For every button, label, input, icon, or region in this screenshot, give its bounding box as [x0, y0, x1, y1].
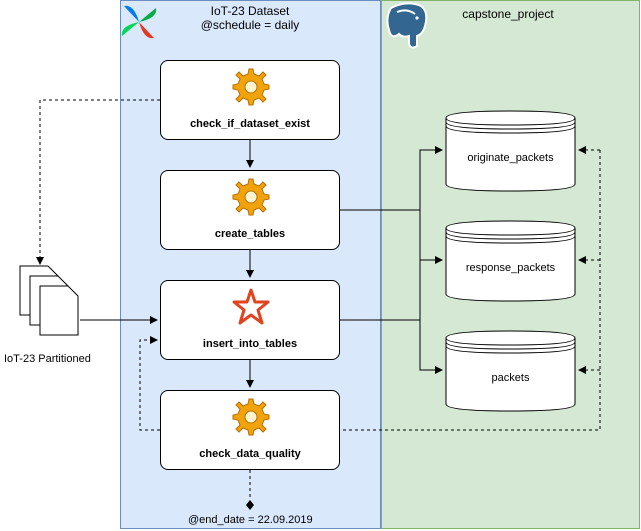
arrow-insert-to-tables	[340, 319, 443, 374]
end-date-diamond	[246, 500, 254, 510]
task-label: create_tables	[214, 228, 286, 240]
dataset-title: IoT-23 Dataset	[210, 4, 290, 18]
quality-check-bus	[139, 150, 601, 431]
schedule-text: @schedule = daily	[200, 18, 300, 32]
task-check-if-dataset-exist[interactable]: check_if_dataset_exist	[160, 60, 340, 140]
postgres-lane-title: capstone_project	[462, 7, 554, 21]
gear-icon	[232, 398, 270, 436]
database-cylinder-icon	[445, 330, 576, 412]
task-label: check_data_quality	[199, 448, 301, 460]
spark-star-icon	[232, 288, 270, 325]
postgres-logo-icon	[386, 2, 428, 49]
table-originate-packets[interactable]: originate_packets	[445, 110, 576, 192]
arrow-create-to-originate	[340, 146, 443, 211]
gear-icon	[232, 68, 270, 106]
gear-icon	[232, 178, 270, 216]
table-label: response_packets	[465, 262, 556, 274]
table-response-packets[interactable]: response_packets	[445, 220, 576, 302]
database-cylinder-icon	[445, 220, 576, 302]
arrow-check-to-source	[36, 99, 160, 265]
task-label: check_if_dataset_exist	[190, 118, 310, 130]
end-date-label: @end_date = 22.09.2019	[188, 514, 313, 526]
task-insert-into-tables[interactable]: insert_into_tables	[160, 280, 340, 360]
documents-icon	[19, 265, 79, 336]
task-check-data-quality[interactable]: check_data_quality	[160, 390, 340, 470]
airflow-lane-title: IoT-23 Dataset @schedule = daily	[160, 4, 340, 32]
database-cylinder-icon	[445, 110, 576, 192]
task-create-tables[interactable]: create_tables	[160, 170, 340, 250]
source-label: IoT-23 Partitioned	[4, 353, 91, 365]
table-packets[interactable]: packets	[445, 330, 576, 412]
airflow-logo-icon	[121, 5, 157, 39]
task-label: insert_into_tables	[202, 338, 298, 350]
arrow-create-to-response	[419, 210, 443, 264]
table-label: packets	[491, 372, 530, 384]
table-label: originate_packets	[467, 152, 554, 164]
